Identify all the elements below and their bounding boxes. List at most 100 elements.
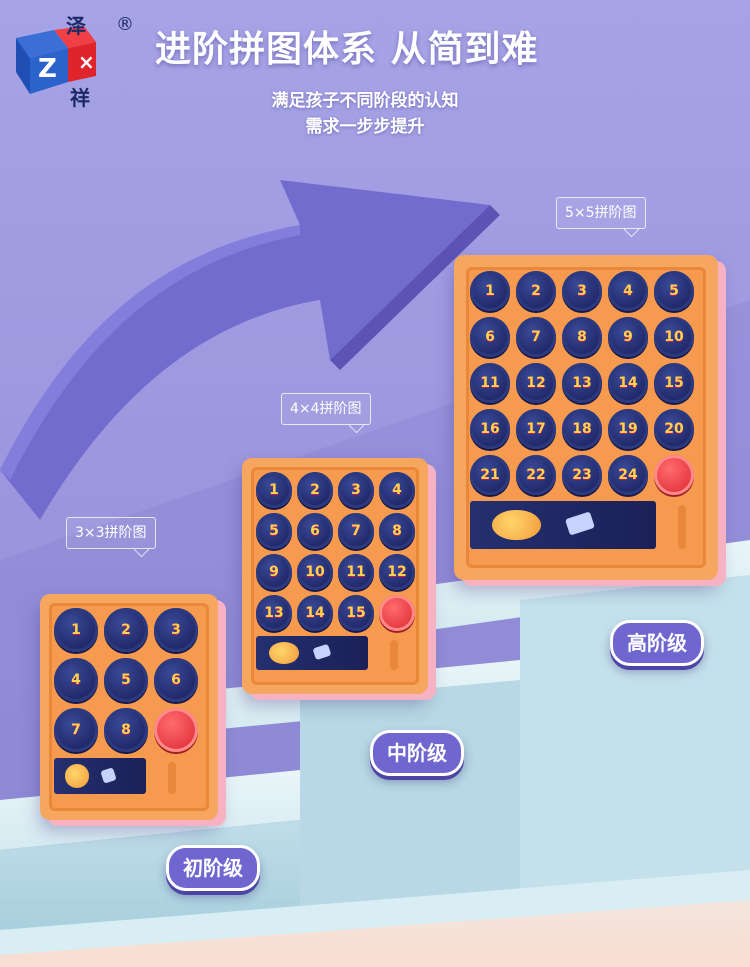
puzzle-tile[interactable]: 16 <box>470 409 510 449</box>
space-scene-strip <box>470 501 656 549</box>
tile-number: 22 <box>526 467 546 483</box>
cube-letter-right: × <box>78 50 95 74</box>
puzzle-tile[interactable]: 24 <box>608 455 648 495</box>
puzzle-tile[interactable]: 18 <box>562 409 602 449</box>
puzzle-tile[interactable]: 1 <box>54 608 98 652</box>
puzzle-tile[interactable]: 3 <box>338 472 374 508</box>
puzzle-tile[interactable]: 3 <box>562 271 602 311</box>
tile-number: 8 <box>577 329 587 345</box>
tile-number: 6 <box>310 523 320 539</box>
tile-number: 7 <box>71 722 81 738</box>
puzzle-tile[interactable]: 23 <box>562 455 602 495</box>
puzzle-tile[interactable]: 7 <box>54 708 98 752</box>
tile-number: 3 <box>577 283 587 299</box>
tile-number: 9 <box>623 329 633 345</box>
puzzle-tile[interactable]: 5 <box>256 513 292 549</box>
puzzle-tile[interactable]: 5 <box>104 658 148 702</box>
tile-number: 13 <box>264 605 284 621</box>
tile-number: 20 <box>664 421 684 437</box>
tile-number: 14 <box>305 605 325 621</box>
tile-number: 3 <box>351 482 361 498</box>
tile-number: 14 <box>618 375 638 391</box>
space-scene-strip <box>54 758 146 794</box>
slider-slot <box>168 762 176 794</box>
puzzle-tile[interactable]: 9 <box>256 554 292 590</box>
subtitle-line-2: 需求一步步提升 <box>305 117 425 137</box>
puzzle-tile[interactable]: 10 <box>297 554 333 590</box>
puzzle-tile[interactable]: 15 <box>338 595 374 631</box>
puzzle-tile[interactable]: 17 <box>516 409 556 449</box>
puzzle-tile[interactable]: 6 <box>297 513 333 549</box>
puzzle-tile[interactable]: 13 <box>256 595 292 631</box>
tile-number: 16 <box>480 421 500 437</box>
space-scene-strip <box>256 636 368 670</box>
tile-number: 2 <box>531 283 541 299</box>
brand-logo: 泽 祥 ® Z × <box>8 8 134 110</box>
puzzle-tile[interactable]: 19 <box>608 409 648 449</box>
puzzle-tile[interactable]: 8 <box>562 317 602 357</box>
puzzle-tile[interactable]: 12 <box>379 554 415 590</box>
puzzle-tile[interactable]: 4 <box>608 271 648 311</box>
tile-number: 1 <box>269 482 279 498</box>
puzzle-tile[interactable]: 2 <box>516 271 556 311</box>
tile-number: 21 <box>480 467 500 483</box>
puzzle-tile[interactable]: 11 <box>338 554 374 590</box>
subtitle-line-1: 满足孩子不同阶段的认知 <box>271 91 459 111</box>
tile-number: 11 <box>480 375 500 391</box>
tile-number: 4 <box>71 672 81 688</box>
slider-slot <box>390 640 398 670</box>
tile-number: 1 <box>71 622 81 638</box>
astronaut-tile[interactable] <box>654 455 694 495</box>
tile-number: 19 <box>618 421 638 437</box>
puzzle-tile[interactable]: 1 <box>256 472 292 508</box>
brand-char-bottom: 祥 <box>70 86 90 110</box>
tile-number: 6 <box>171 672 181 688</box>
tile-number: 2 <box>310 482 320 498</box>
cube-letter-left: Z <box>38 54 57 84</box>
puzzle-tile[interactable]: 3 <box>154 608 198 652</box>
puzzle-tile[interactable]: 7 <box>516 317 556 357</box>
puzzle-tile[interactable]: 4 <box>379 472 415 508</box>
puzzle-tile[interactable]: 15 <box>654 363 694 403</box>
puzzle-tile[interactable]: 12 <box>516 363 556 403</box>
callout-3x3: 3×3拼阶图 <box>66 517 156 558</box>
astronaut-tile[interactable] <box>154 708 198 752</box>
puzzle-tile[interactable]: 5 <box>654 271 694 311</box>
puzzle-tile[interactable]: 9 <box>608 317 648 357</box>
tile-number: 7 <box>351 523 361 539</box>
puzzle-tile[interactable]: 13 <box>562 363 602 403</box>
badge-advanced: 高阶级 <box>610 620 704 666</box>
registered-mark: ® <box>116 14 134 35</box>
puzzle-tile[interactable]: 11 <box>470 363 510 403</box>
puzzle-tile[interactable]: 6 <box>470 317 510 357</box>
tile-number: 23 <box>572 467 592 483</box>
puzzle-tile[interactable]: 6 <box>154 658 198 702</box>
callout-3x3-text: 3×3拼阶图 <box>75 525 147 541</box>
tile-number: 6 <box>485 329 495 345</box>
puzzle-tile[interactable]: 21 <box>470 455 510 495</box>
puzzle-tile[interactable]: 4 <box>54 658 98 702</box>
tile-number: 5 <box>121 672 131 688</box>
callout-4x4-text: 4×4拼阶图 <box>290 401 362 417</box>
arrow-graphic <box>0 180 500 520</box>
slider-slot <box>678 505 686 549</box>
tile-number: 15 <box>664 375 684 391</box>
puzzle-tile[interactable]: 14 <box>297 595 333 631</box>
tile-number: 24 <box>618 467 638 483</box>
puzzle-tile[interactable]: 2 <box>297 472 333 508</box>
puzzle-tile[interactable]: 1 <box>470 271 510 311</box>
puzzle-tile[interactable]: 8 <box>379 513 415 549</box>
tile-number: 5 <box>269 523 279 539</box>
puzzle-tile[interactable]: 14 <box>608 363 648 403</box>
badge-beginner: 初阶级 <box>166 845 260 891</box>
puzzle-tile[interactable]: 22 <box>516 455 556 495</box>
puzzle-tile[interactable]: 10 <box>654 317 694 357</box>
puzzle-tile[interactable]: 20 <box>654 409 694 449</box>
callout-5x5: 5×5拼阶图 <box>556 197 646 238</box>
tile-number: 10 <box>664 329 684 345</box>
puzzle-tile[interactable]: 8 <box>104 708 148 752</box>
puzzle-tile[interactable]: 7 <box>338 513 374 549</box>
astronaut-tile[interactable] <box>379 595 415 631</box>
puzzle-tile[interactable]: 2 <box>104 608 148 652</box>
